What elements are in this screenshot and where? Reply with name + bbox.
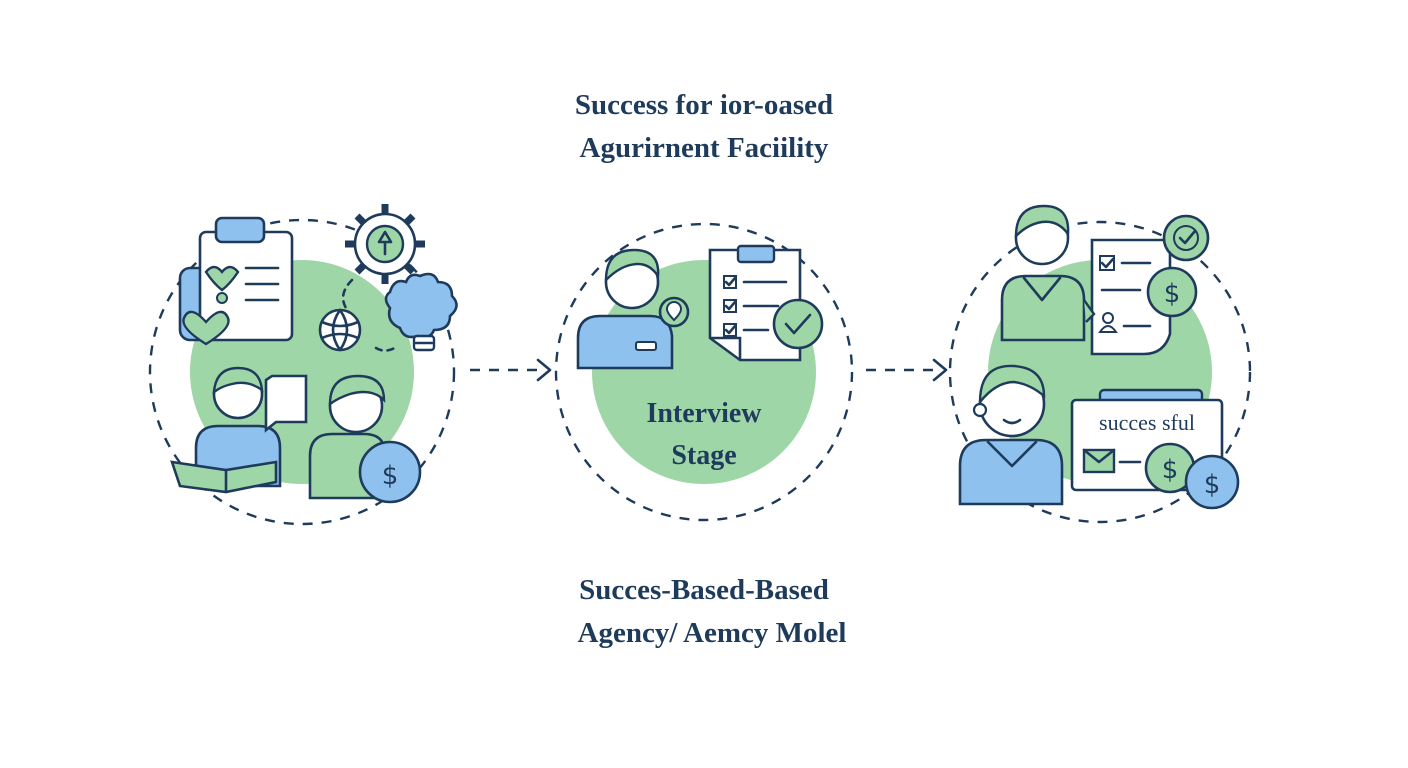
interviewer-person-icon bbox=[576, 248, 674, 370]
stage-2-label-line-1: Interview bbox=[646, 398, 762, 429]
dollar-coin-icon: $ bbox=[1144, 442, 1196, 494]
dollar-coin-icon: $ bbox=[1184, 454, 1240, 510]
stage-3: $ succes sful $ $ bbox=[948, 204, 1252, 524]
stage-2: Interview Stage bbox=[554, 222, 854, 522]
recruiter-person-icon bbox=[958, 364, 1064, 506]
currency-symbol: $ bbox=[1162, 455, 1179, 485]
candidate-person-icon bbox=[1000, 204, 1086, 342]
chat-bubble-icon bbox=[264, 374, 308, 433]
offer-card-text: succes sful bbox=[1099, 410, 1195, 435]
idea-bulb-icon bbox=[384, 272, 458, 352]
handshake-icon bbox=[170, 460, 278, 494]
bottom-title-line-2: Agency/ Aemcy Molel bbox=[577, 617, 847, 649]
top-title-line-2: Agurirnent Faciility bbox=[579, 132, 829, 164]
dollar-coin-icon: $ bbox=[358, 440, 422, 504]
dollar-coin-icon: $ bbox=[1146, 266, 1198, 318]
arrow-stage-1-to-2 bbox=[470, 358, 552, 382]
gear-icon bbox=[345, 204, 425, 284]
stage-1: $ bbox=[148, 204, 458, 526]
currency-symbol: $ bbox=[1204, 470, 1221, 500]
stage-2-dashed-ring bbox=[554, 222, 854, 522]
bottom-title: Succes-Based-Based Agency/ Aemcy Molel bbox=[0, 569, 1408, 655]
currency-symbol: $ bbox=[1164, 279, 1181, 309]
stage-3-dashed-ring bbox=[948, 220, 1252, 524]
currency-symbol: $ bbox=[382, 461, 399, 491]
contract-document-icon bbox=[1083, 238, 1172, 356]
stage-2-label-line-2: Stage bbox=[671, 440, 736, 471]
top-title-line-1: Success for ior-oased bbox=[574, 89, 834, 121]
globe-icon bbox=[318, 308, 362, 352]
check-circle-icon bbox=[1162, 214, 1210, 262]
check-circle-icon bbox=[772, 298, 824, 350]
heart-document-icon bbox=[178, 216, 294, 346]
stage-1-connector-lines bbox=[341, 278, 400, 352]
top-title: Success for ior-oased Agurirnent Faciili… bbox=[0, 84, 1408, 170]
bottom-title-line-1: Succes-Based-Based bbox=[579, 574, 829, 606]
stage-1-dashed-ring bbox=[148, 218, 456, 526]
arrow-stage-2-to-3 bbox=[866, 358, 948, 382]
location-pin-icon bbox=[658, 296, 690, 328]
